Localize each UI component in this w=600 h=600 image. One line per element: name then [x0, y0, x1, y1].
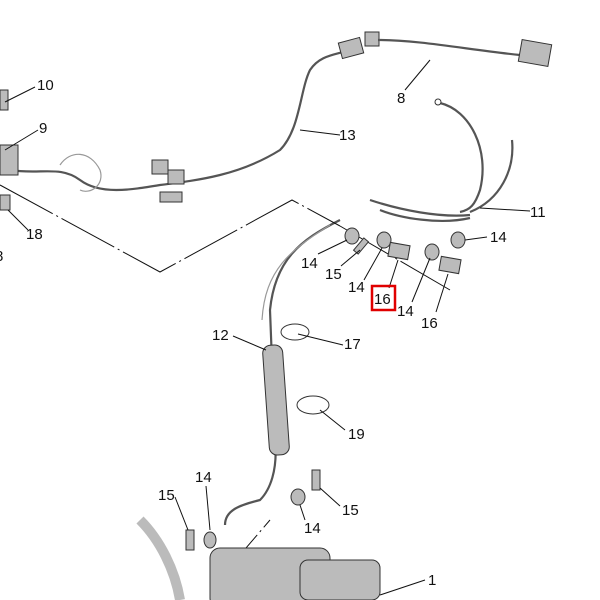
wire-11[interactable] — [369, 98, 514, 222]
callout-15[interactable]: 15 — [342, 502, 359, 519]
callout-14[interactable]: 14 — [195, 469, 212, 486]
callout-16-highlighted[interactable]: 16 — [374, 291, 391, 308]
callout-labels: 10 9 8 13 11 18 8 14 14 15 14 16 14 16 1… — [0, 77, 546, 589]
callout-13[interactable]: 13 — [339, 127, 356, 144]
group-line-left — [0, 184, 341, 273]
callout-14[interactable]: 14 — [490, 229, 507, 246]
highlight-box — [370, 284, 397, 312]
wire-8[interactable] — [377, 38, 553, 68]
callout-11[interactable]: 11 — [530, 204, 546, 221]
callout-8[interactable]: 8 — [397, 90, 405, 107]
callout-14[interactable]: 14 — [301, 255, 318, 272]
callout-18-partial[interactable]: 8 — [0, 248, 3, 265]
cable-12[interactable] — [223, 219, 341, 526]
callout-14[interactable]: 14 — [348, 279, 365, 296]
starter-motor-1[interactable] — [136, 516, 381, 600]
callout-18[interactable]: 18 — [26, 226, 43, 243]
callout-19[interactable]: 19 — [348, 426, 365, 443]
callout-15[interactable]: 15 — [158, 487, 175, 504]
small-parts — [0, 89, 466, 551]
callout-17[interactable]: 17 — [344, 336, 361, 353]
callout-15[interactable]: 15 — [325, 266, 342, 283]
callout-14[interactable]: 14 — [397, 303, 414, 320]
callout-9[interactable]: 9 — [39, 120, 47, 137]
callout-10[interactable]: 10 — [37, 77, 54, 94]
callout-16[interactable]: 16 — [421, 315, 438, 332]
callout-14[interactable]: 14 — [304, 520, 321, 537]
leader-lines — [4, 59, 531, 596]
callout-1[interactable]: 1 — [428, 572, 436, 589]
wire-harness-13[interactable] — [9, 31, 380, 203]
callout-12[interactable]: 12 — [212, 327, 229, 344]
